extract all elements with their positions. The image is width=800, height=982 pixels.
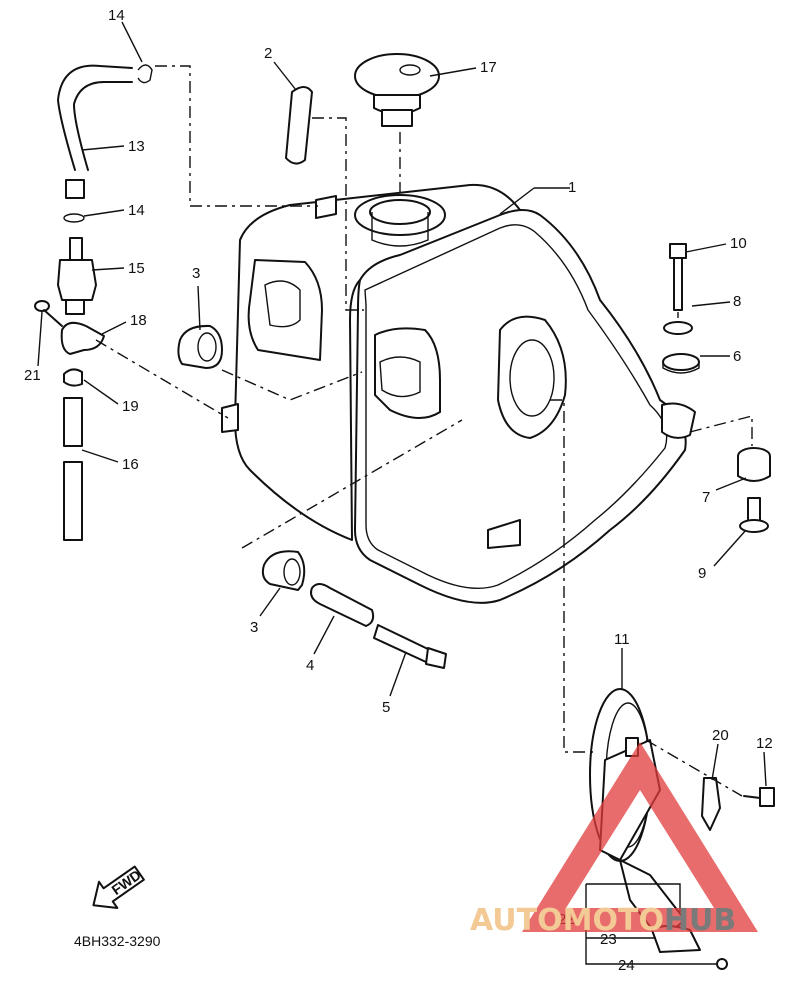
callout-7: 7 bbox=[702, 489, 710, 506]
callout-12: 12 bbox=[756, 735, 773, 752]
callout-3-upper: 3 bbox=[192, 265, 200, 282]
bolt-9 bbox=[739, 497, 769, 533]
nut-24 bbox=[716, 958, 728, 970]
watermark-moto: MOTO bbox=[563, 903, 664, 938]
callout-9: 9 bbox=[698, 565, 706, 582]
bolt-12 bbox=[743, 787, 775, 807]
watermark-triangle-icon bbox=[522, 742, 758, 932]
callout-5: 5 bbox=[382, 699, 390, 716]
vent-hose bbox=[285, 86, 313, 165]
pump-bracket bbox=[701, 777, 721, 831]
callout-16: 16 bbox=[122, 456, 139, 473]
callout-15: 15 bbox=[128, 260, 145, 277]
leader-lines bbox=[37, 21, 767, 787]
callout-3-lower: 3 bbox=[250, 619, 258, 636]
bolt-10 bbox=[669, 243, 687, 311]
hose-joint bbox=[65, 179, 85, 199]
callout-13: 13 bbox=[128, 138, 145, 155]
callout-6: 6 bbox=[733, 348, 741, 365]
callout-14-lower: 14 bbox=[128, 202, 145, 219]
fuel-filter bbox=[57, 237, 97, 315]
callout-11: 11 bbox=[614, 631, 630, 648]
callout-18: 18 bbox=[130, 312, 147, 329]
callout-19: 19 bbox=[122, 398, 139, 415]
damper-upper bbox=[177, 324, 223, 369]
callout-1: 1 bbox=[568, 179, 576, 196]
fuel-hose-16 bbox=[63, 397, 83, 447]
callout-23: 23 bbox=[600, 931, 617, 948]
damper-7 bbox=[737, 447, 771, 482]
svg-text:AUTOMOTOHUB: AUTOMOTOHUB bbox=[470, 903, 736, 938]
washer-8 bbox=[663, 321, 693, 335]
callout-24: 24 bbox=[618, 957, 635, 974]
callout-17: 17 bbox=[480, 59, 497, 76]
holder-bracket bbox=[34, 300, 105, 355]
forward-arrow: FWD bbox=[92, 865, 145, 909]
hose-clip-upper bbox=[137, 64, 153, 84]
part-code: 4BH332-3290 bbox=[74, 933, 161, 949]
callout-4: 4 bbox=[306, 657, 314, 674]
hose-clip-19 bbox=[63, 368, 83, 387]
collar-6 bbox=[662, 353, 700, 374]
callout-10: 10 bbox=[730, 235, 747, 252]
mount-bolt bbox=[373, 624, 447, 669]
hose-clip-lower bbox=[63, 213, 85, 223]
fuel-tank bbox=[221, 183, 696, 604]
watermark-hub: HUB bbox=[664, 903, 736, 938]
assembly-line bbox=[155, 65, 318, 207]
filler-cap bbox=[354, 53, 440, 127]
callout-14-upper: 14 bbox=[108, 7, 125, 24]
callout-21: 21 bbox=[24, 367, 41, 384]
collar bbox=[310, 583, 375, 627]
breather-hose bbox=[57, 64, 133, 171]
callout-8: 8 bbox=[733, 293, 741, 310]
callout-20: 20 bbox=[712, 727, 729, 744]
watermark-auto: AUTO bbox=[470, 903, 563, 938]
callout-2: 2 bbox=[264, 45, 272, 62]
watermark: AUTOMOTOHUB bbox=[470, 742, 758, 938]
